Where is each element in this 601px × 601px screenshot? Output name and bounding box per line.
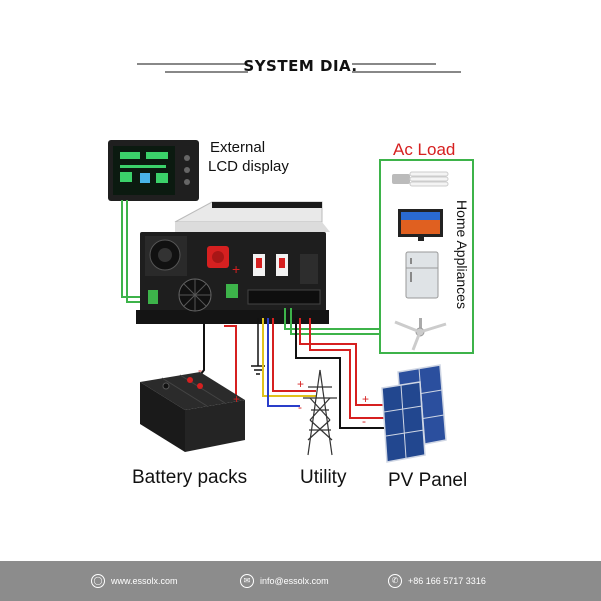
fridge-icon — [405, 251, 439, 299]
website-text: www.essolx.com — [111, 576, 178, 586]
phone-text: +86 166 5717 3316 — [408, 576, 486, 586]
bulb-icon — [392, 171, 449, 187]
tv-icon — [398, 209, 443, 241]
solar-panel-icon — [381, 364, 447, 463]
footer-email[interactable]: ✉ info@essolx.com — [240, 561, 329, 601]
inverter-plus: + — [232, 261, 241, 277]
page-title: SYSTEM DIA. — [243, 57, 358, 75]
footer-bar: ◯ www.essolx.com ✉ info@essolx.com ✆ +86… — [0, 561, 601, 601]
lcd-display-label: External LCD display — [208, 138, 289, 176]
ac-load-cable — [284, 308, 380, 335]
pv-minus: - — [362, 414, 366, 428]
battery-icon — [140, 372, 245, 452]
footer-website[interactable]: ◯ www.essolx.com — [91, 561, 178, 601]
lcd-display-icon — [108, 140, 199, 201]
lcd-label-line2: LCD display — [208, 158, 289, 175]
utility-minus: - — [298, 400, 302, 414]
battery-plus: + — [233, 392, 241, 406]
inverter-icon — [136, 201, 330, 324]
pv-plus: + — [362, 392, 370, 406]
pv-panel-label: PV Panel — [388, 470, 468, 491]
globe-icon: ◯ — [91, 574, 105, 588]
phone-icon: ✆ — [388, 574, 402, 588]
mail-icon: ✉ — [240, 574, 254, 588]
email-text: info@essolx.com — [260, 576, 329, 586]
transmission-tower-icon — [303, 369, 337, 456]
battery-packs-label: Battery packs — [132, 467, 248, 488]
pv-cables — [295, 318, 394, 429]
home-appliances-label: Home Appliances — [454, 200, 470, 309]
battery-minus: - — [198, 363, 202, 377]
title-rules — [137, 63, 461, 73]
fan-icon — [394, 318, 447, 351]
utility-label: Utility — [300, 467, 347, 488]
ac-load-box — [379, 159, 474, 354]
lcd-label-line1: External — [210, 139, 266, 156]
ac-load-label: Ac Load — [393, 140, 456, 159]
utility-plus: + — [297, 377, 305, 391]
footer-phone[interactable]: ✆ +86 166 5717 3316 — [388, 561, 486, 601]
utility-cables — [262, 318, 316, 407]
